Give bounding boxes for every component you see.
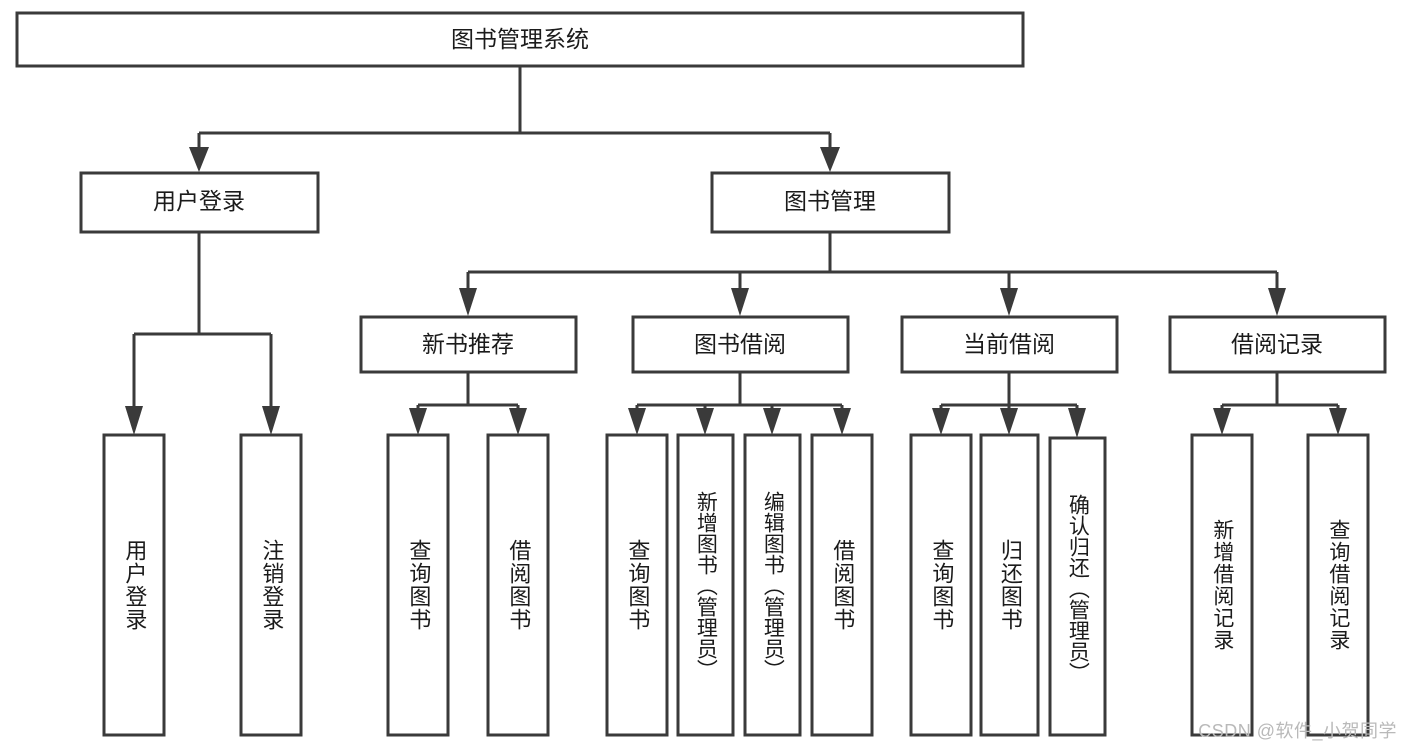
leaf-box-book-borrow-2[interactable] [743, 433, 802, 737]
leaf-box-user-login-0[interactable] [102, 433, 166, 737]
l3-box-3[interactable] [1168, 315, 1387, 374]
leaf-box-current-borrow-0[interactable] [909, 433, 973, 737]
l3-box-2[interactable] [900, 315, 1119, 374]
node-borrow-record[interactable]: 借阅记录 [1168, 315, 1387, 374]
l2-label-0: 用户登录 [153, 188, 245, 214]
arrow-head-currentborrow-2-icon [1068, 408, 1086, 438]
l3-label-2: 当前借阅 [963, 331, 1055, 357]
l2-label-1: 图书管理 [784, 188, 876, 214]
node-book-borrow[interactable]: 图书借阅 [631, 315, 850, 374]
node-book-management[interactable]: 图书管理 [710, 171, 951, 234]
root-label: 图书管理系统 [451, 26, 589, 52]
node-user-login[interactable]: 用户登录 [79, 171, 320, 234]
l2-box-1[interactable] [710, 171, 951, 234]
arrow-head-l2b-icon [820, 147, 840, 172]
leaf-box-book-borrow-3[interactable] [810, 433, 874, 737]
leaf-box-new-book-0[interactable] [386, 433, 450, 737]
leaf-box-user-login-1[interactable] [239, 433, 303, 737]
leaf-box-current-borrow-1[interactable] [979, 433, 1040, 737]
leaf-box-book-borrow-0[interactable] [605, 433, 669, 737]
arrow-head-l3-2-icon [1000, 288, 1018, 316]
l3-box-1[interactable] [631, 315, 850, 374]
leaf-box-book-borrow-1[interactable] [676, 433, 735, 737]
arrow-head-newbook-0-icon [409, 408, 427, 435]
arrow-head-bookborrow-0-icon [628, 408, 646, 435]
leaf-box-borrow-record-0[interactable] [1190, 433, 1254, 737]
node-new-book-recommend[interactable]: 新书推荐 [359, 315, 578, 374]
arrow-head-borrowrecord-0-icon [1213, 408, 1231, 435]
arrow-head-bookborrow-1-icon [696, 408, 714, 435]
l3-label-1: 图书借阅 [694, 331, 786, 357]
l3-label-3: 借阅记录 [1231, 331, 1323, 357]
leaf-box-new-book-1[interactable] [486, 433, 550, 737]
arrow-head-l3-3-icon [1268, 288, 1286, 316]
csdn-watermark: CSDN @软件_小贺同学 [1198, 721, 1397, 741]
arrow-head-l2a-icon [189, 147, 209, 172]
arrow-head-userlogin-1-icon [262, 406, 280, 435]
arrow-head-userlogin-0-icon [125, 406, 143, 435]
arrow-head-borrowrecord-1-icon [1329, 408, 1347, 435]
arrow-head-l3-1-icon [731, 288, 749, 316]
root-box[interactable] [15, 11, 1025, 68]
leaf-box-current-borrow-2[interactable] [1048, 436, 1107, 737]
arrow-head-bookborrow-3-icon [833, 408, 851, 435]
node-root[interactable]: 图书管理系统 [15, 11, 1025, 68]
arrow-head-newbook-1-icon [509, 408, 527, 435]
arrow-head-currentborrow-1-icon [1000, 408, 1018, 435]
leaf-box-borrow-record-1[interactable] [1306, 433, 1370, 737]
arrow-head-currentborrow-0-icon [932, 408, 950, 435]
l3-label-0: 新书推荐 [422, 331, 514, 357]
arrow-head-l3-0-icon [459, 288, 477, 316]
node-current-borrow[interactable]: 当前借阅 [900, 315, 1119, 374]
l3-box-0[interactable] [359, 315, 578, 374]
arrow-head-bookborrow-2-icon [763, 408, 781, 435]
